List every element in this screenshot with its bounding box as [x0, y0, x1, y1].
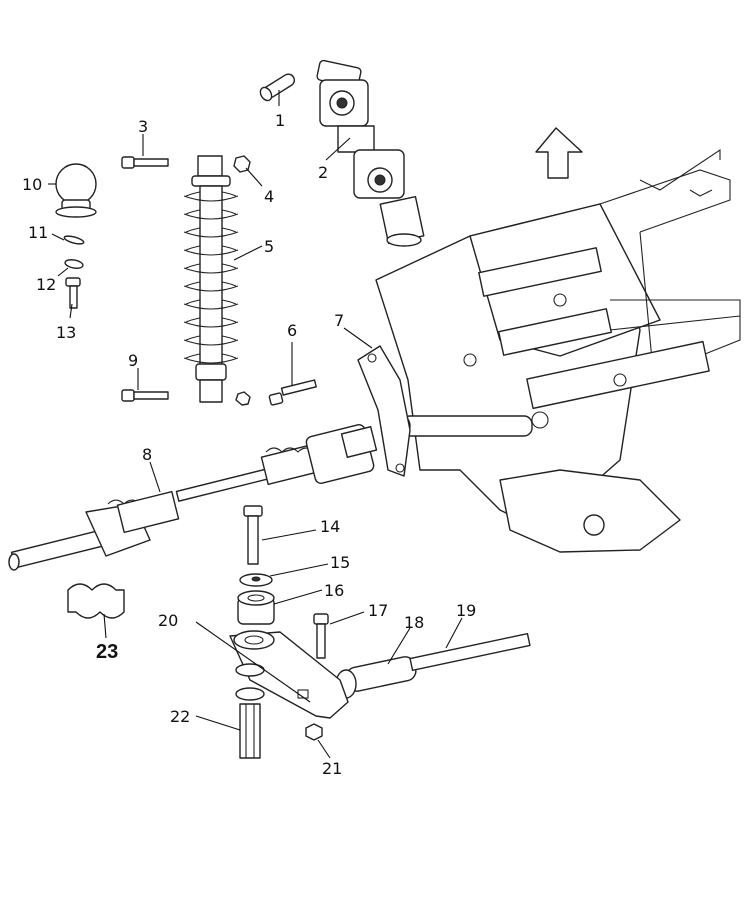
callout-4: 4	[264, 187, 274, 206]
washer-15	[239, 573, 273, 587]
callout-10: 10	[22, 175, 42, 194]
callout-21: 21	[322, 759, 342, 778]
callout-11: 11	[28, 223, 48, 242]
washer-12	[64, 259, 84, 269]
nut-21	[305, 723, 323, 741]
callout-3: 3	[138, 117, 148, 136]
callout-9: 9	[128, 351, 138, 370]
kit-symbol-icon	[67, 583, 125, 619]
lever-arm	[229, 630, 349, 719]
callout-5: 5	[264, 237, 274, 256]
shock-absorber	[183, 155, 239, 403]
callout-18: 18	[404, 613, 424, 632]
callout-12: 12	[36, 275, 56, 294]
bolt-13	[65, 277, 81, 309]
callout-16: 16	[324, 581, 344, 600]
pin	[259, 73, 296, 102]
clip-11	[63, 235, 85, 245]
callout-17: 17	[368, 601, 388, 620]
callout-6: 6	[287, 321, 297, 340]
callout-2: 2	[318, 163, 328, 182]
tie-rod	[335, 632, 531, 699]
front-arrow-icon	[535, 127, 583, 179]
callout-1: 1	[275, 111, 285, 130]
leader-lines	[48, 90, 463, 759]
bolt-17	[313, 613, 329, 659]
bushing	[237, 590, 275, 625]
callout-19: 19	[456, 601, 476, 620]
ball-boot	[55, 163, 97, 218]
cv-axle	[8, 424, 378, 571]
callout-14: 14	[320, 517, 340, 536]
bolt-lower-right	[268, 379, 317, 406]
callout-15: 15	[330, 553, 350, 572]
callout-20: 20	[158, 611, 178, 630]
callout-13: 13	[56, 323, 76, 342]
pivot-bolt	[243, 505, 263, 565]
bolt-lower-left	[121, 389, 169, 402]
u-joint-shaft	[316, 59, 425, 247]
frame	[375, 148, 741, 553]
callout-labels: 1 2 3 4 5 6 7 8 9 10 11 12 13 14 15 16 1…	[22, 111, 476, 778]
bolt-upper	[121, 156, 169, 169]
callout-8: 8	[142, 445, 152, 464]
steering-shaft	[235, 663, 265, 759]
nut-lower	[235, 391, 251, 406]
callout-22: 22	[170, 707, 190, 726]
callout-23: 23	[96, 641, 118, 663]
mounting-bracket	[357, 345, 411, 477]
callout-7: 7	[334, 311, 344, 330]
